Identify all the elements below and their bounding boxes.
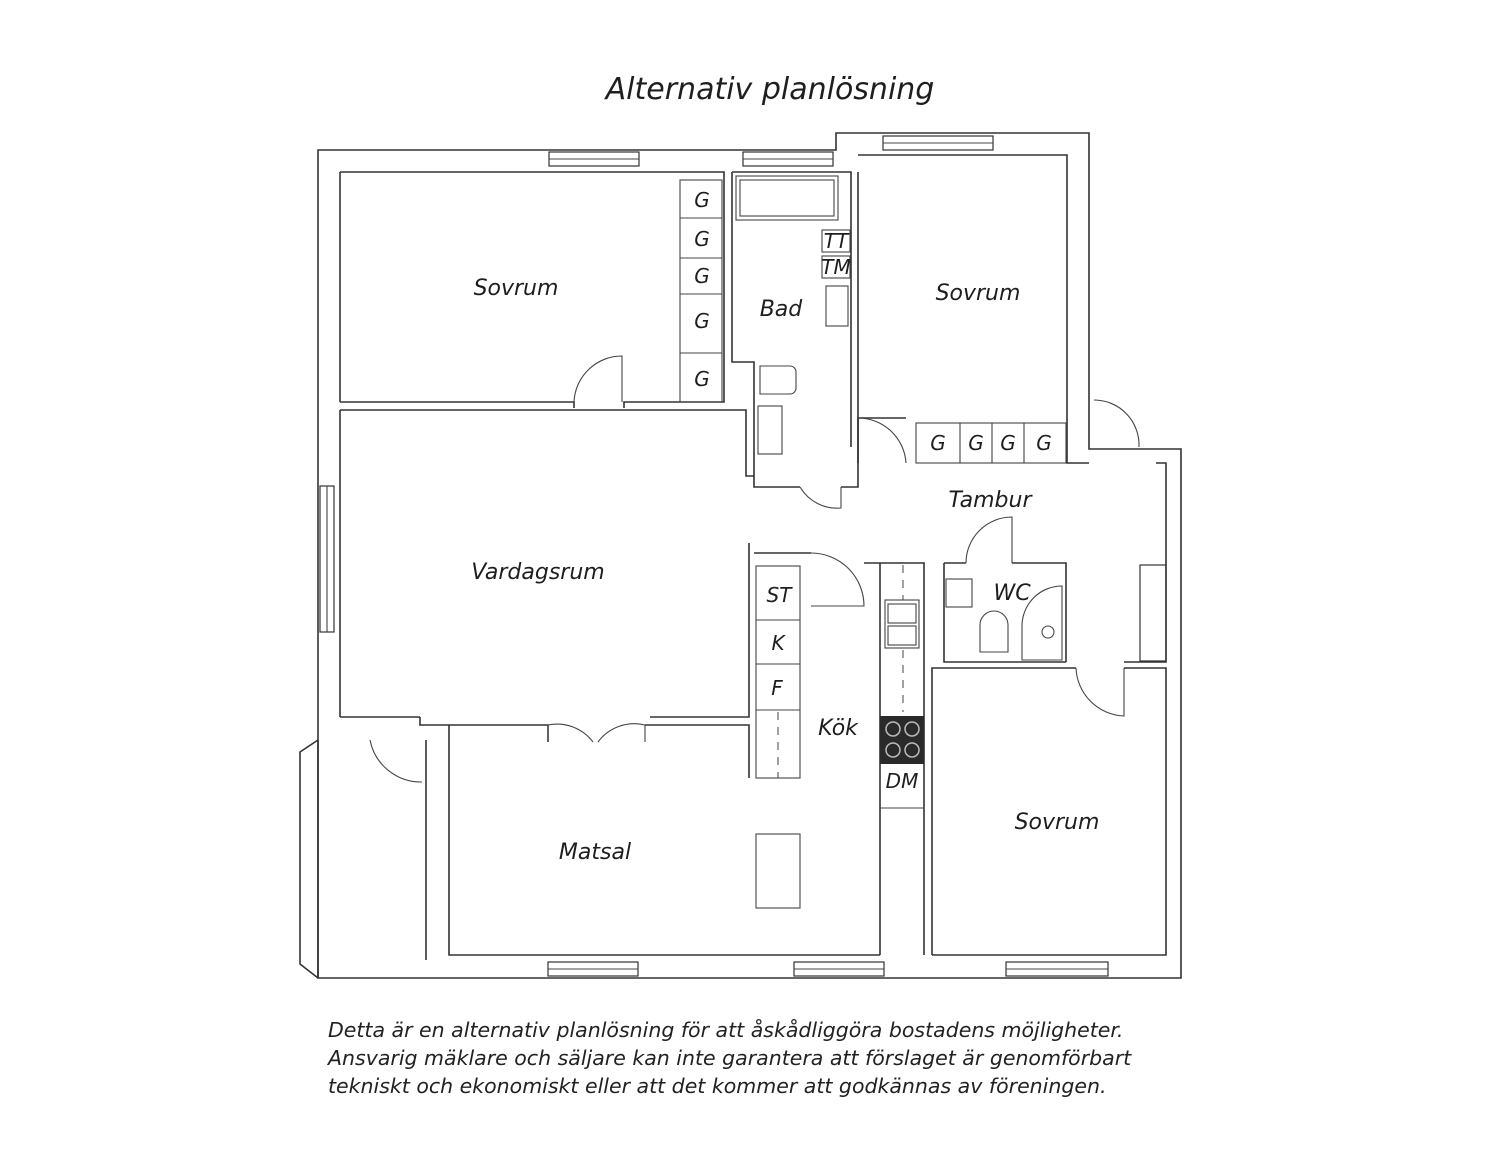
room-label-kok: Kök (818, 716, 859, 741)
disclaimer-line: Ansvarig mäklare och säljare kan inte ga… (328, 1046, 1132, 1070)
dishwasher-label: DM (886, 769, 919, 793)
freezer-label: F (771, 676, 783, 700)
plan-title: Alternativ planlösning (605, 72, 935, 107)
room-label-sovrum-2: Sovrum (936, 281, 1021, 306)
room-label-sovrum-3: Sovrum (1015, 810, 1100, 835)
wardrobe-label: G (968, 431, 984, 455)
bedroom-1 (340, 171, 725, 411)
bathroom (731, 171, 859, 509)
bedroom-2 (857, 154, 1140, 464)
wardrobe-label: G (1036, 431, 1052, 455)
storage-cabinet-label: ST (767, 583, 794, 607)
room-label-sovrum-1: Sovrum (474, 276, 559, 301)
outer-walls (317, 132, 1182, 979)
dryer-label: TM (821, 255, 850, 279)
wardrobe-label: G (694, 367, 710, 391)
wardrobe-label: G (930, 431, 946, 455)
room-label-vardagsrum: Vardagsrum (471, 560, 604, 585)
room-label-tambur: Tambur (949, 488, 1034, 513)
wardrobe-label: G (694, 264, 710, 288)
wardrobe-label: G (694, 227, 710, 251)
balcony (299, 739, 427, 979)
room-label-bad: Bad (760, 297, 804, 322)
wardrobe-label: G (694, 309, 710, 333)
kitchen (754, 552, 925, 955)
room-label-matsal: Matsal (559, 840, 631, 865)
wardrobe-label: G (1000, 431, 1016, 455)
fridge-label: K (771, 631, 786, 655)
disclaimer-line: Detta är en alternativ planlösning för a… (328, 1018, 1124, 1042)
disclaimer: Detta är en alternativ planlösning för a… (328, 1016, 1208, 1100)
living-room (340, 409, 754, 743)
room-label-wc: WC (993, 581, 1031, 606)
wc (943, 516, 1067, 663)
disclaimer-line: tekniskt och ekonomiskt eller att det ko… (328, 1074, 1107, 1098)
washer-label: TT (824, 229, 850, 253)
windows (319, 135, 1167, 977)
wardrobe-label: G (694, 188, 710, 212)
bedroom-3 (931, 462, 1167, 956)
dining-room (448, 724, 880, 956)
